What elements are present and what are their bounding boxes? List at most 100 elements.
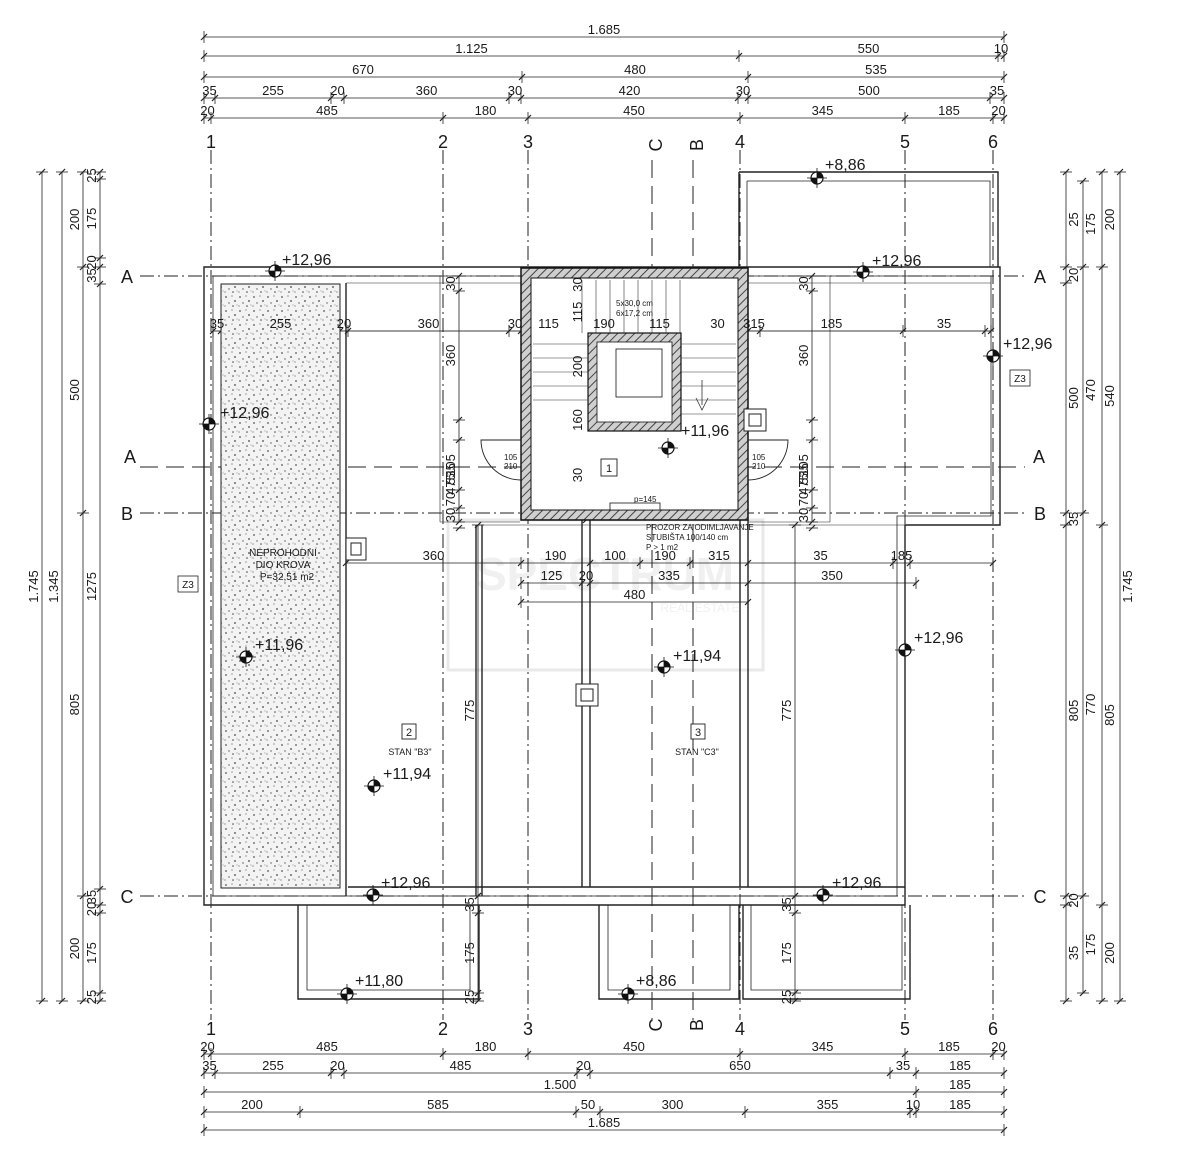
right-dim-col3-slash	[1098, 168, 1106, 176]
left-dim-col4-label: 175	[84, 942, 99, 964]
interior-dim-bottom-right-label: 35	[779, 897, 794, 911]
left-dim-outer-label: 1.745	[26, 570, 41, 603]
axis-col-top-4: 4	[735, 132, 745, 152]
doors	[480, 439, 789, 481]
right-dim-col3-label: 805	[1102, 704, 1117, 726]
top-dim-row2-label: 1.125	[455, 41, 488, 56]
interior-dim-topline-label: 190	[593, 316, 615, 331]
interior-dim-right-label: 475	[796, 473, 811, 495]
elev-a-right: +12,96	[872, 253, 921, 270]
right-dim-col1-label: 25	[1066, 212, 1081, 226]
top-dim-row4-slash	[505, 94, 513, 102]
interior-dim-bottom-right-slash	[791, 989, 799, 997]
left-dim-col4-label: 1275	[84, 572, 99, 601]
top-dim-row4-slash	[734, 94, 742, 102]
bottom-dim-row1-label: 345	[812, 1039, 834, 1054]
elev-ap2-center: +11,94	[383, 766, 431, 783]
bottom-dim-row2-label: 485	[450, 1058, 472, 1073]
interior-dim-ap-right-label: 775	[779, 700, 794, 722]
bottom-dim-row2-slash	[1000, 1069, 1008, 1077]
right-dim-col2-label: 175	[1083, 213, 1098, 235]
top-dim-row3-label: 480	[624, 62, 646, 77]
top-dim-row4-label: 255	[262, 83, 284, 98]
right-dim-col3-slash	[1098, 521, 1106, 529]
left-dim-col4-slash	[96, 885, 104, 893]
left-dim-col4-slash	[96, 280, 104, 288]
stair-note-1: 5x30,0 cm	[616, 299, 653, 308]
door-left-w: 105	[504, 453, 518, 462]
interior-dim-bline-slash	[517, 559, 525, 567]
interior-dim-left-label: 535	[443, 463, 458, 485]
bottom-dim-row1-slash	[901, 1050, 909, 1058]
interior-dim-bline2-slash	[517, 579, 525, 587]
z3-left-label: Z3	[182, 580, 194, 591]
left-dim-col4-slash	[96, 989, 104, 997]
left-dim-col4-label: 175	[84, 208, 99, 230]
top-dim-row4-slash	[1000, 94, 1008, 102]
axis-row-left-C: C	[121, 887, 134, 907]
left-dim-col4-label: 20	[84, 255, 99, 269]
right-dim-col1-slash	[1062, 509, 1070, 517]
interior-dim-left-label: 360	[443, 345, 458, 367]
door-right-h: 210	[752, 462, 766, 471]
left-dim-col4-label: 35	[84, 268, 99, 282]
right-dim-col2-slash	[1079, 892, 1087, 900]
interior-dim-bline-label: 315	[708, 548, 730, 563]
left-dim-col3-slash	[79, 997, 87, 1005]
elev-bot-left: +11,80	[355, 973, 403, 990]
right-dim-col2-slash	[1079, 989, 1087, 997]
bottom-dim-row2-slash	[200, 1069, 208, 1077]
axis-row-left-A: A	[121, 267, 133, 287]
bottom-dim-row2-label: 35	[202, 1058, 216, 1073]
left-dim-outer-slash	[38, 168, 46, 176]
top-dim-row3-label: 535	[865, 62, 887, 77]
interior-dim-right-label: 535	[796, 463, 811, 485]
left-dim-col3-slash	[79, 509, 87, 517]
top-dim-row5-slash	[989, 114, 997, 122]
interior-dim-topline-label: 35	[210, 316, 224, 331]
bottom-dim-row1-label: 185	[938, 1039, 960, 1054]
bottom-dim-row2-slash	[586, 1069, 594, 1077]
axis-col-bottom-5: 5	[900, 1019, 910, 1039]
bottom-dim-row4-label: 10	[906, 1097, 920, 1112]
top-dim-row5-label: 20	[200, 103, 214, 118]
room-1-badge	[600, 458, 618, 477]
left-dim-col4-slash	[96, 909, 104, 917]
interior-dim-topline-label: 30	[710, 316, 724, 331]
dimension-lines	[36, 31, 1126, 1136]
right-dim-col1-label: 35	[1066, 512, 1081, 526]
left-dim-col4-slash	[96, 997, 104, 1005]
window-note-3: P > 1 m2	[646, 543, 679, 552]
interior-dim-bottom-left-label: 175	[462, 942, 477, 964]
top-dim-row5-slash	[901, 114, 909, 122]
top-dim-row4-label: 420	[619, 83, 641, 98]
interior-dim-right-slash	[808, 436, 816, 444]
bottom-dim-row4-slash	[912, 1108, 920, 1116]
left-dim-col3-label: 500	[67, 379, 82, 401]
top-dim-row2-slash	[994, 52, 1002, 60]
left-dim-mid-label: 1.345	[46, 570, 61, 603]
p145-note: p=145	[634, 495, 657, 504]
bottom-dim-row3-slash	[912, 1088, 920, 1096]
interior-dim-left-label: 30	[443, 508, 458, 522]
room-1-number: 1	[606, 463, 612, 475]
right-dim-col2-label: 470	[1083, 379, 1098, 401]
interior-dim-bottom-right-label: 25	[779, 990, 794, 1004]
door-right-w: 105	[752, 453, 766, 462]
top-dim-row5-label: 180	[475, 103, 497, 118]
right-dim-col1-slash	[1062, 892, 1070, 900]
left-dim-col4-slash	[96, 263, 104, 271]
room-labels: NEPROHODNI DIO KROVA P=32,51 m2 2 STAN "…	[177, 369, 1031, 757]
elev-ap3-center: +11,94	[673, 648, 721, 665]
elev-right-wall: +12,96	[1003, 336, 1052, 353]
top-dim-row2-label: 550	[858, 41, 880, 56]
interior-dim-bline3-label: 480	[624, 587, 646, 602]
left-dim-mid-slash	[58, 997, 66, 1005]
bottom-dim-row2-slash	[573, 1069, 581, 1077]
axis-col-top-5: 5	[900, 132, 910, 152]
bottom-dim-row1-label: 450	[623, 1039, 645, 1054]
interior-dim-bline-label: 185	[891, 548, 913, 563]
interior-dim-bottom-left-slash	[474, 909, 482, 917]
top-dim-row5-slash	[200, 114, 208, 122]
